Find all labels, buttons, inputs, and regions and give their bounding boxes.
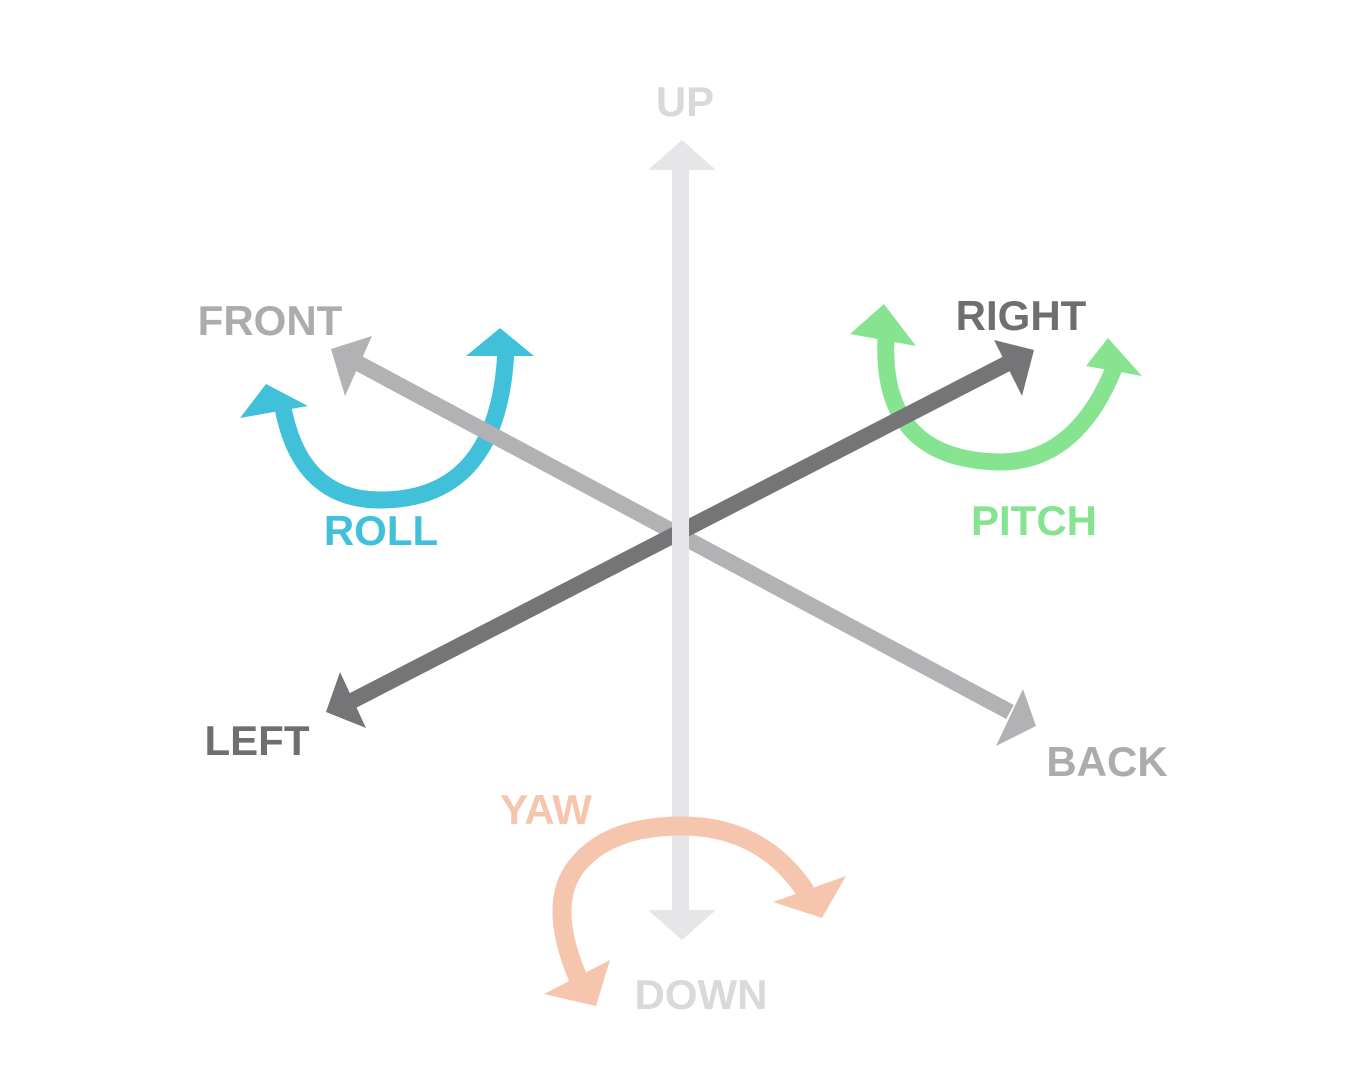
down-label: DOWN <box>635 971 768 1018</box>
yaw-label: YAW <box>500 786 592 833</box>
roll-label: ROLL <box>324 507 438 554</box>
left-label: LEFT <box>205 717 310 764</box>
pitch-label: PITCH <box>971 497 1097 544</box>
pitch-arrow-icon <box>850 304 1142 471</box>
front-label: FRONT <box>198 297 343 344</box>
up-down-axis <box>648 140 716 940</box>
right-label: RIGHT <box>956 292 1087 339</box>
back-label: BACK <box>1046 738 1167 785</box>
yaw-arrow-icon <box>544 816 846 1006</box>
roll-arrow-icon <box>240 328 534 509</box>
up-label: UP <box>656 78 714 125</box>
